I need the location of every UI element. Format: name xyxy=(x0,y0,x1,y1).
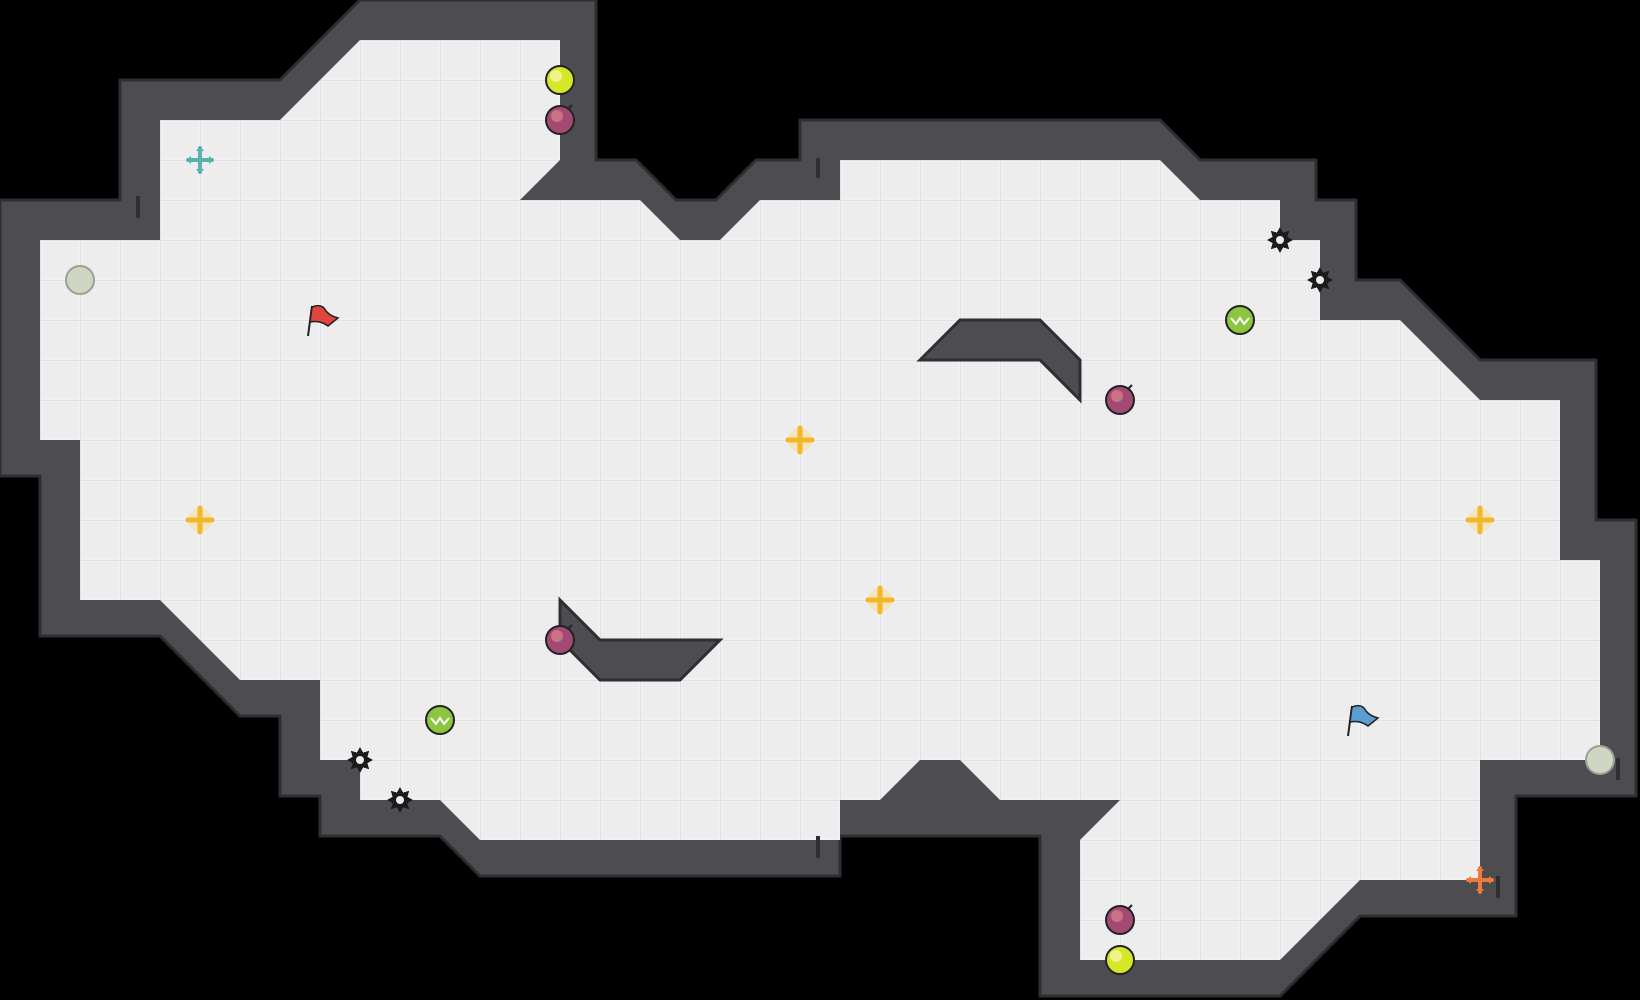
spike-icon xyxy=(347,747,373,773)
bomb-icon xyxy=(545,104,575,135)
spike-icon xyxy=(1307,267,1333,293)
bomb-icon xyxy=(545,624,575,655)
spike-icon xyxy=(387,787,413,813)
interior-wall-upper xyxy=(916,318,1082,404)
orange-portal-icon xyxy=(1466,866,1494,894)
blue-flag-icon xyxy=(1347,704,1380,737)
items-layer xyxy=(65,65,1615,975)
green-boost-icon xyxy=(425,705,455,735)
powerup-icon xyxy=(185,505,215,535)
inactive-button-icon xyxy=(1585,745,1615,775)
spike-icon xyxy=(1267,227,1293,253)
teal-portal-icon xyxy=(186,146,214,174)
boost-yellow-icon xyxy=(545,65,575,95)
bomb-icon xyxy=(1105,904,1135,935)
red-flag-icon xyxy=(307,304,340,337)
bomb-icon xyxy=(1105,384,1135,415)
green-boost-icon xyxy=(1225,305,1255,335)
powerup-icon xyxy=(1465,505,1495,535)
boost-yellow-icon xyxy=(1105,945,1135,975)
inactive-button-icon xyxy=(65,265,95,295)
wall-details xyxy=(136,158,1620,898)
powerup-icon xyxy=(785,425,815,455)
powerup-icon xyxy=(865,585,895,615)
